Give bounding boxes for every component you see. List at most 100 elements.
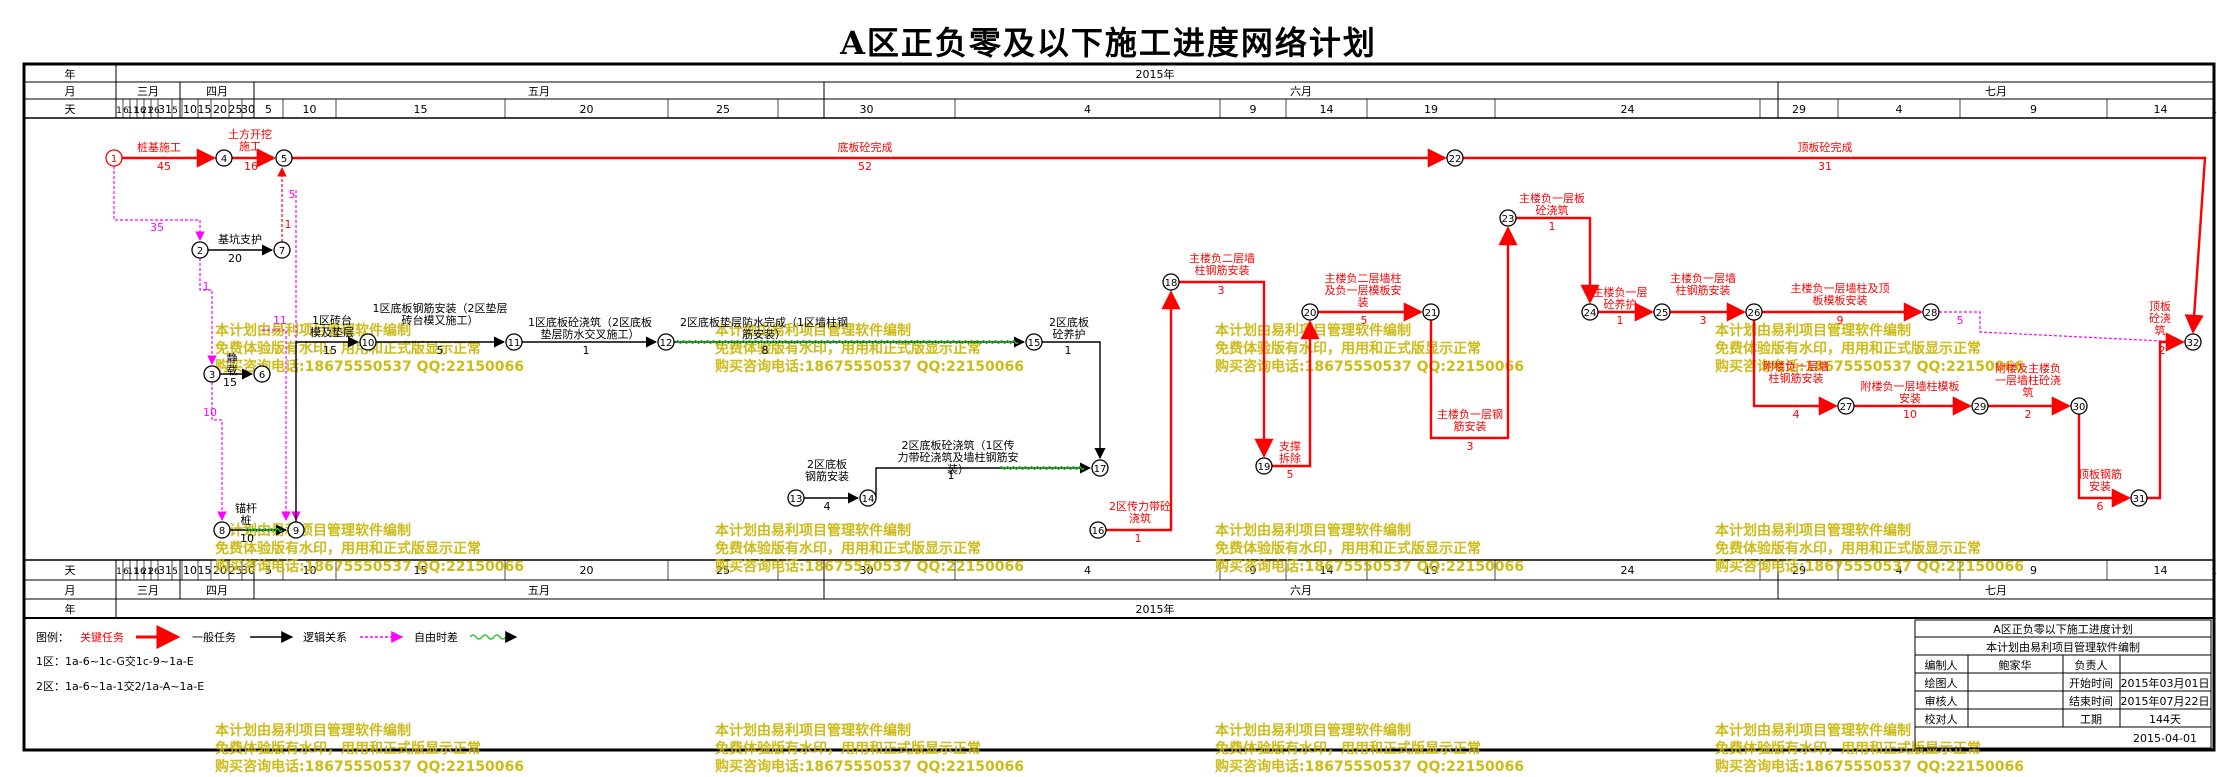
node-15: 15 [1025,333,1043,351]
task-duration: 1 [1065,344,1072,357]
legend-zone2: 2区：1a-6~1a-1交2/1a-A~1a-E [36,679,204,693]
timescale [22,62,2216,752]
day-label: 24 [1621,103,1635,116]
task-duration: 31 [1818,160,1832,173]
day-label-bottom: 16 [134,567,146,577]
watermark-text: 本计划由易利项目管理软件编制 [715,322,911,339]
day-label-bottom: 5 [172,567,178,577]
task-duration: 4 [1793,408,1800,421]
watermark-text: 免费体验版有水印，用用和正式版显示正常 [1215,340,1481,357]
legend-label: 图例： [36,630,69,644]
day-label: 29 [1792,103,1806,116]
node-23: 23 [1499,209,1517,227]
task-name: 锚杆桩 [235,501,257,527]
day-label: 30 [241,103,255,116]
watermark-text: 免费体验版有水印，用用和正式版显示正常 [1715,340,1981,357]
checker-label: 校对人 [1925,712,1958,726]
task-d_3_8 [211,382,227,521]
watermark-text: 本计划由易利项目管理软件编制 [215,522,411,539]
watermark-text: 免费体验版有水印，用用和正式版显示正常 [1215,540,1481,557]
node-26: 26 [1745,303,1763,321]
svg-text:29: 29 [1974,402,1987,413]
month-label: 六月 [1290,85,1312,98]
task-t15_17 [1042,341,1106,460]
task-name: 附楼及主楼负一层墙柱砼浇筑 [1995,361,2061,399]
node-29: 29 [1971,397,1989,415]
task-name: 静载 [227,351,238,377]
task-duration: 5 [1361,314,1368,327]
day-label: 11 [127,106,138,116]
day-label-bottom: 10 [183,564,197,577]
node-11: 11 [505,333,523,351]
watermark-text: 本计划由易利项目管理软件编制 [1215,522,1411,539]
day-label-bottom: 20 [580,564,594,577]
svg-text:27: 27 [1840,402,1853,413]
svg-text:24: 24 [1584,308,1597,319]
day-label: 26 [148,106,160,116]
plan-date: 2015-04-01 [2133,732,2197,745]
task-duration: 15 [223,376,237,389]
task-duration: 2 [2025,408,2032,421]
plan-title: A区正负零以下施工进度计划 [1993,622,2133,636]
day-label: 19 [1424,103,1438,116]
svg-text:3: 3 [209,370,215,381]
day-label-bottom: 15 [414,564,428,577]
watermark-text: 购买咨询电话:18675550537 QQ:22150066 [715,758,1024,775]
watermark-text: 免费体验版有水印，用用和正式版显示正常 [215,540,481,557]
row-label-month-bottom: 月 [65,584,76,597]
task-duration: 1 [1549,220,1556,233]
day-label-bottom: 25 [716,564,730,577]
day-label: 14 [1320,103,1334,116]
task-duration: 52 [858,160,872,173]
watermarks: 本计划由易利项目管理软件编制免费体验版有水印，用用和正式版显示正常购买咨询电话:… [215,322,2024,775]
row-label-day-bottom: 天 [65,564,76,577]
svg-text:16: 16 [1092,526,1105,537]
day-label: 1 [116,106,122,116]
svg-text:7: 7 [279,246,285,257]
svg-text:30: 30 [2073,402,2086,413]
task-duration: 1 [285,218,292,231]
task-labels: 桩基施工45土方开挖施工16底板砼完成52顶板砼完成3135基坑支护20151静… [137,127,2171,545]
day-label: 30 [860,103,874,116]
legend-critical-label: 关键任务 [80,630,124,644]
svg-text:28: 28 [1925,308,1938,319]
task-duration: 1 [948,469,955,482]
task-duration: 15 [323,344,337,357]
task-duration: 5 [289,188,296,201]
task-name: 顶板钢筋安装 [2078,467,2122,493]
row-label-day: 天 [65,103,76,116]
watermark-text: 本计划由易利项目管理软件编制 [215,322,411,339]
svg-text:31: 31 [2133,494,2146,505]
task-name: 2区底板垫层防水完成（1区墙柱钢筋安装） [680,315,848,341]
day-label-bottom: 9 [2030,564,2037,577]
svg-text:1: 1 [111,154,117,165]
day-label-bottom: 24 [1621,564,1635,577]
svg-text:9: 9 [293,526,299,537]
task-name: 附楼负一层墙柱模板安装 [1861,379,1960,405]
end-value: 2015年07月22日 [2121,694,2210,708]
task-name: 顶板砼完成 [1798,140,1853,154]
task-t30_31 [2077,414,2131,508]
task-t26_27 [1752,320,1838,416]
task-name: 1区底板钢筋安装（2区垫层砖台模又施工） [373,301,508,327]
task-name: 土方开挖施工 [228,127,272,153]
task-duration: 5 [1957,314,1964,327]
day-label-bottom: 26 [148,567,160,577]
day-label: 10 [303,103,317,116]
task-name: 2区底板砼浇筑（1区传力带砼浇筑及墙柱钢筋安装） [898,438,1019,476]
task-duration: 9 [1837,314,1844,327]
task-duration: 1 [1617,314,1624,327]
editor-value: 鲍家华 [1999,658,2032,672]
task-duration: 11 [273,314,287,327]
task-name: 顶板砼浇筑 [2149,299,2171,337]
day-label: 25 [716,103,730,116]
task-t19_20 [1272,320,1320,468]
svg-text:8: 8 [219,526,225,537]
watermark-text: 免费体验版有水印，用用和正式版显示正常 [1215,740,1481,757]
day-label: 4 [1084,103,1091,116]
editor-label: 编制人 [1925,658,1958,672]
start-label: 开始时间 [2069,676,2113,690]
node-22: 22 [1446,149,1464,167]
watermark-text: 购买咨询电话:18675550537 QQ:22150066 [715,558,1024,575]
